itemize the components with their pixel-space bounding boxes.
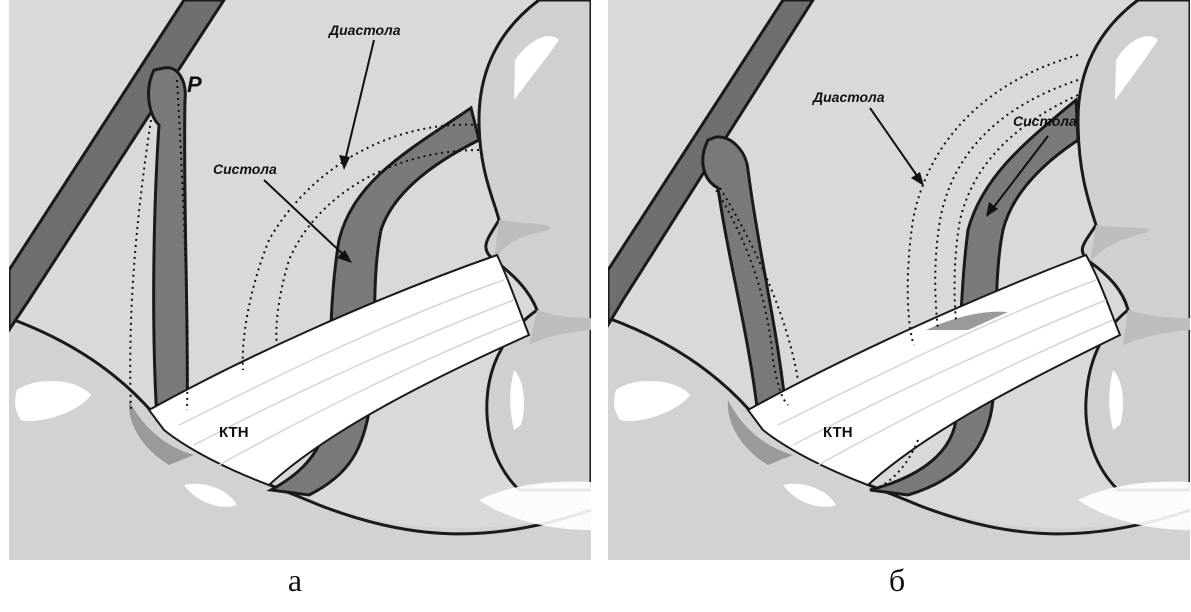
label-diastole: Диастола: [328, 22, 401, 38]
label-p: P: [187, 72, 202, 97]
label-ktn: КТН: [823, 424, 853, 441]
label-ktn: КТН: [219, 424, 249, 441]
panel-a: P Диастола Систола КТН: [9, 0, 591, 560]
panel-a-diagram: P Диастола Систола КТН: [9, 0, 591, 560]
label-systole: Систола: [1013, 113, 1077, 129]
label-diastole: Диастола: [812, 89, 885, 105]
panel-b-diagram: Диастола Систола КТН: [608, 0, 1190, 560]
papillary-muscle: [149, 68, 188, 420]
panel-b: Диастола Систола КТН: [608, 0, 1190, 560]
caption-a: а: [275, 562, 315, 599]
label-systole: Систола: [213, 161, 277, 177]
valve-leaflet: [479, 0, 591, 490]
caption-b: б: [877, 562, 917, 599]
